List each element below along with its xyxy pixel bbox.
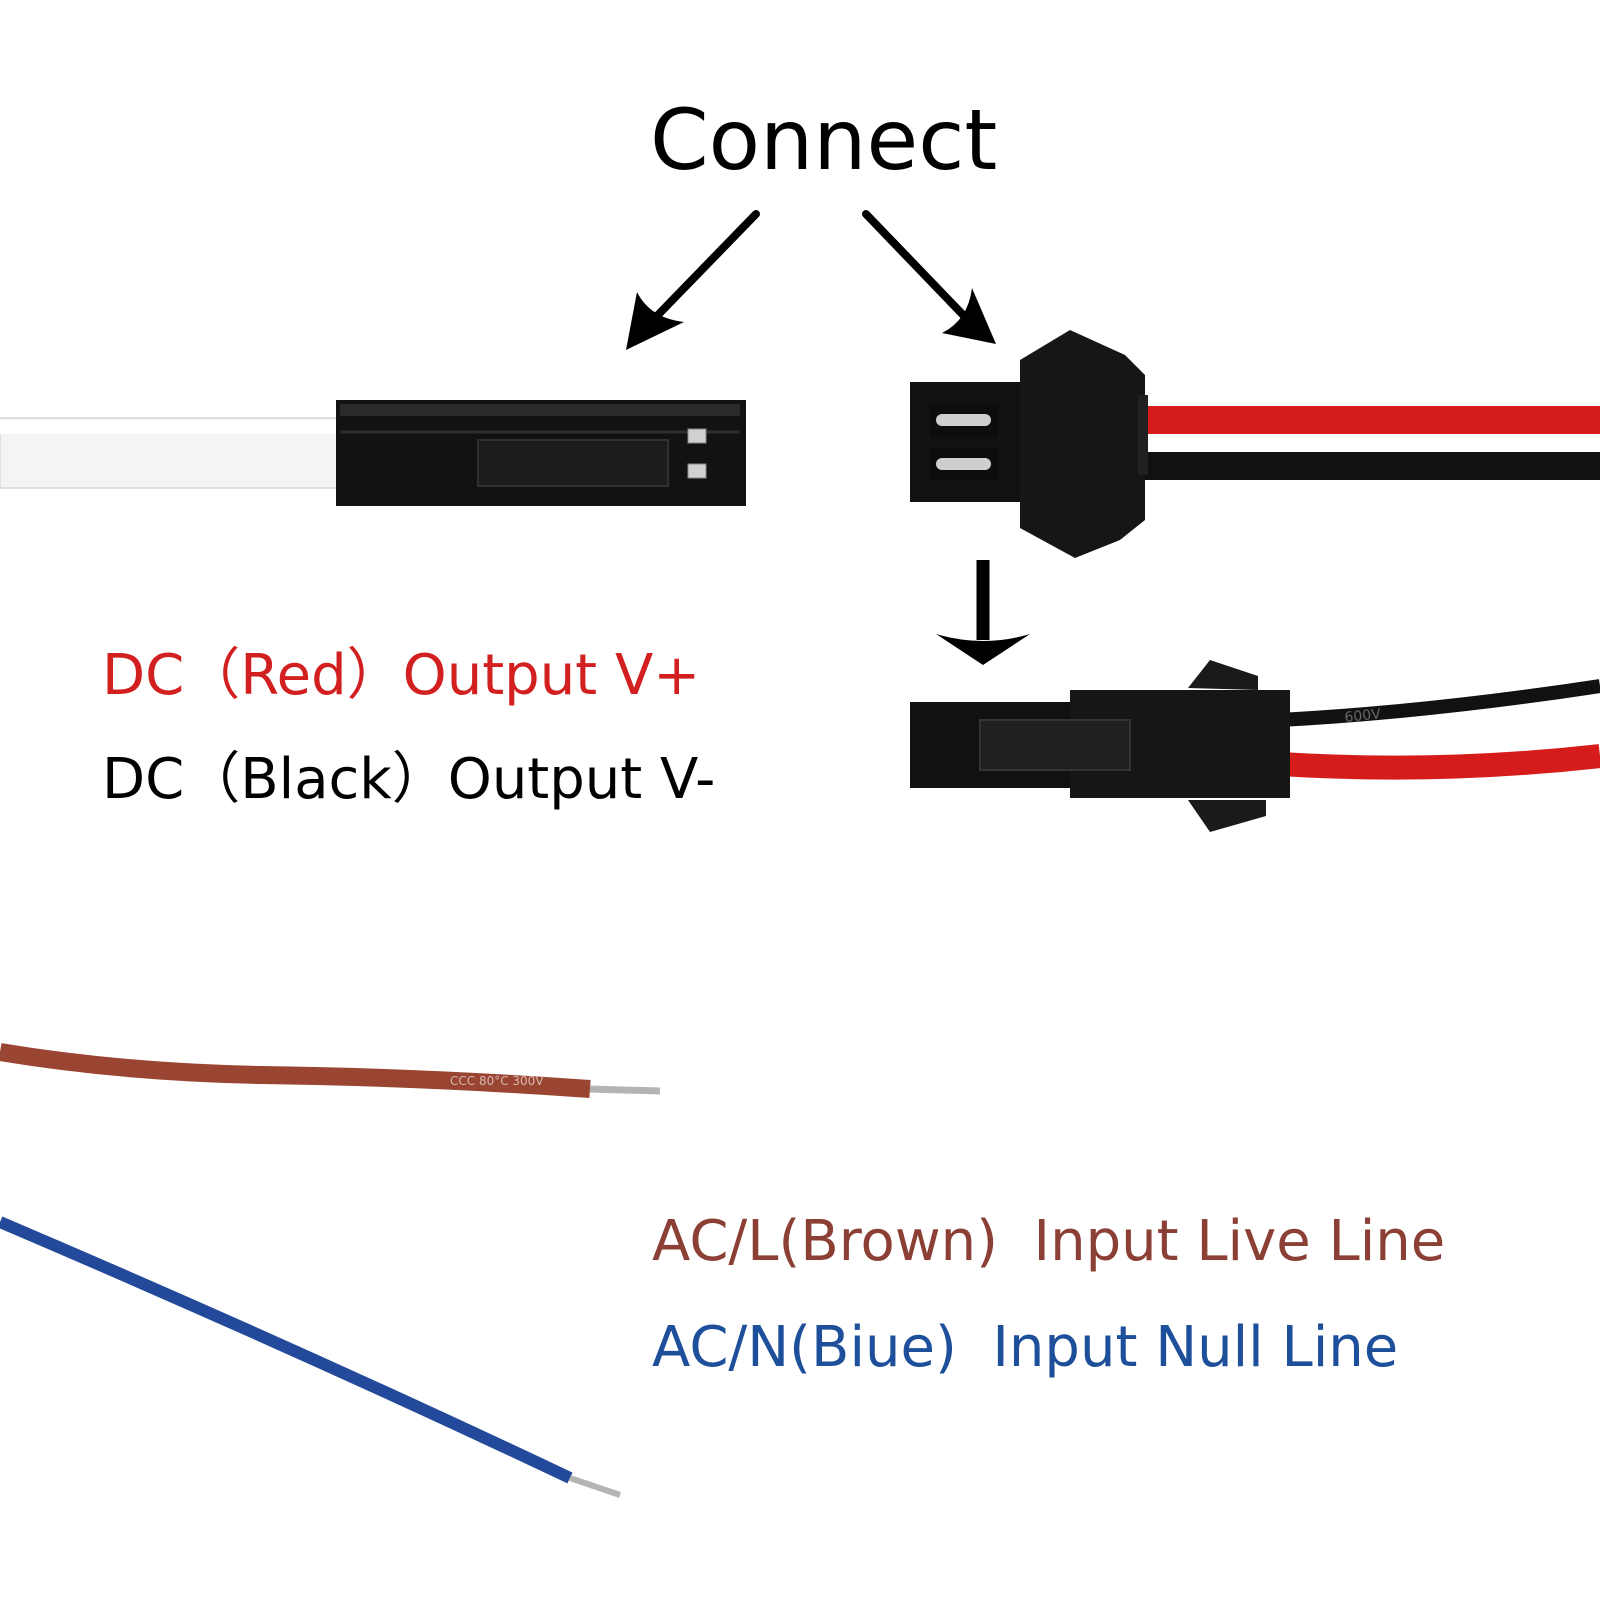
wire-marking-brown: CCC 80°C 300V	[450, 1074, 544, 1088]
male-connector-top	[910, 330, 1600, 558]
female-connector-white-cable	[0, 400, 746, 506]
blue-ac-neutral-wire	[0, 1216, 621, 1498]
brown-ac-live-wire: CCC 80°C 300V	[0, 1043, 661, 1098]
arrow-down-icon	[936, 560, 1030, 665]
wire-marking-black: 600V	[1344, 706, 1382, 726]
arrow-down-right-icon	[862, 210, 996, 344]
dc-negative-label: DC（Black）Output V-	[102, 747, 716, 812]
ac-live-label: AC/L(Brown) Input Live Line	[652, 1209, 1446, 1274]
arrow-down-left-icon	[626, 210, 760, 350]
dc-positive-label: DC（Red）Output V+	[102, 643, 701, 708]
ac-neutral-label: AC/N(Biue) Input Null Line	[652, 1315, 1399, 1380]
diagram-title: Connect	[650, 91, 998, 189]
male-connector-bottom: 600V	[910, 660, 1600, 832]
